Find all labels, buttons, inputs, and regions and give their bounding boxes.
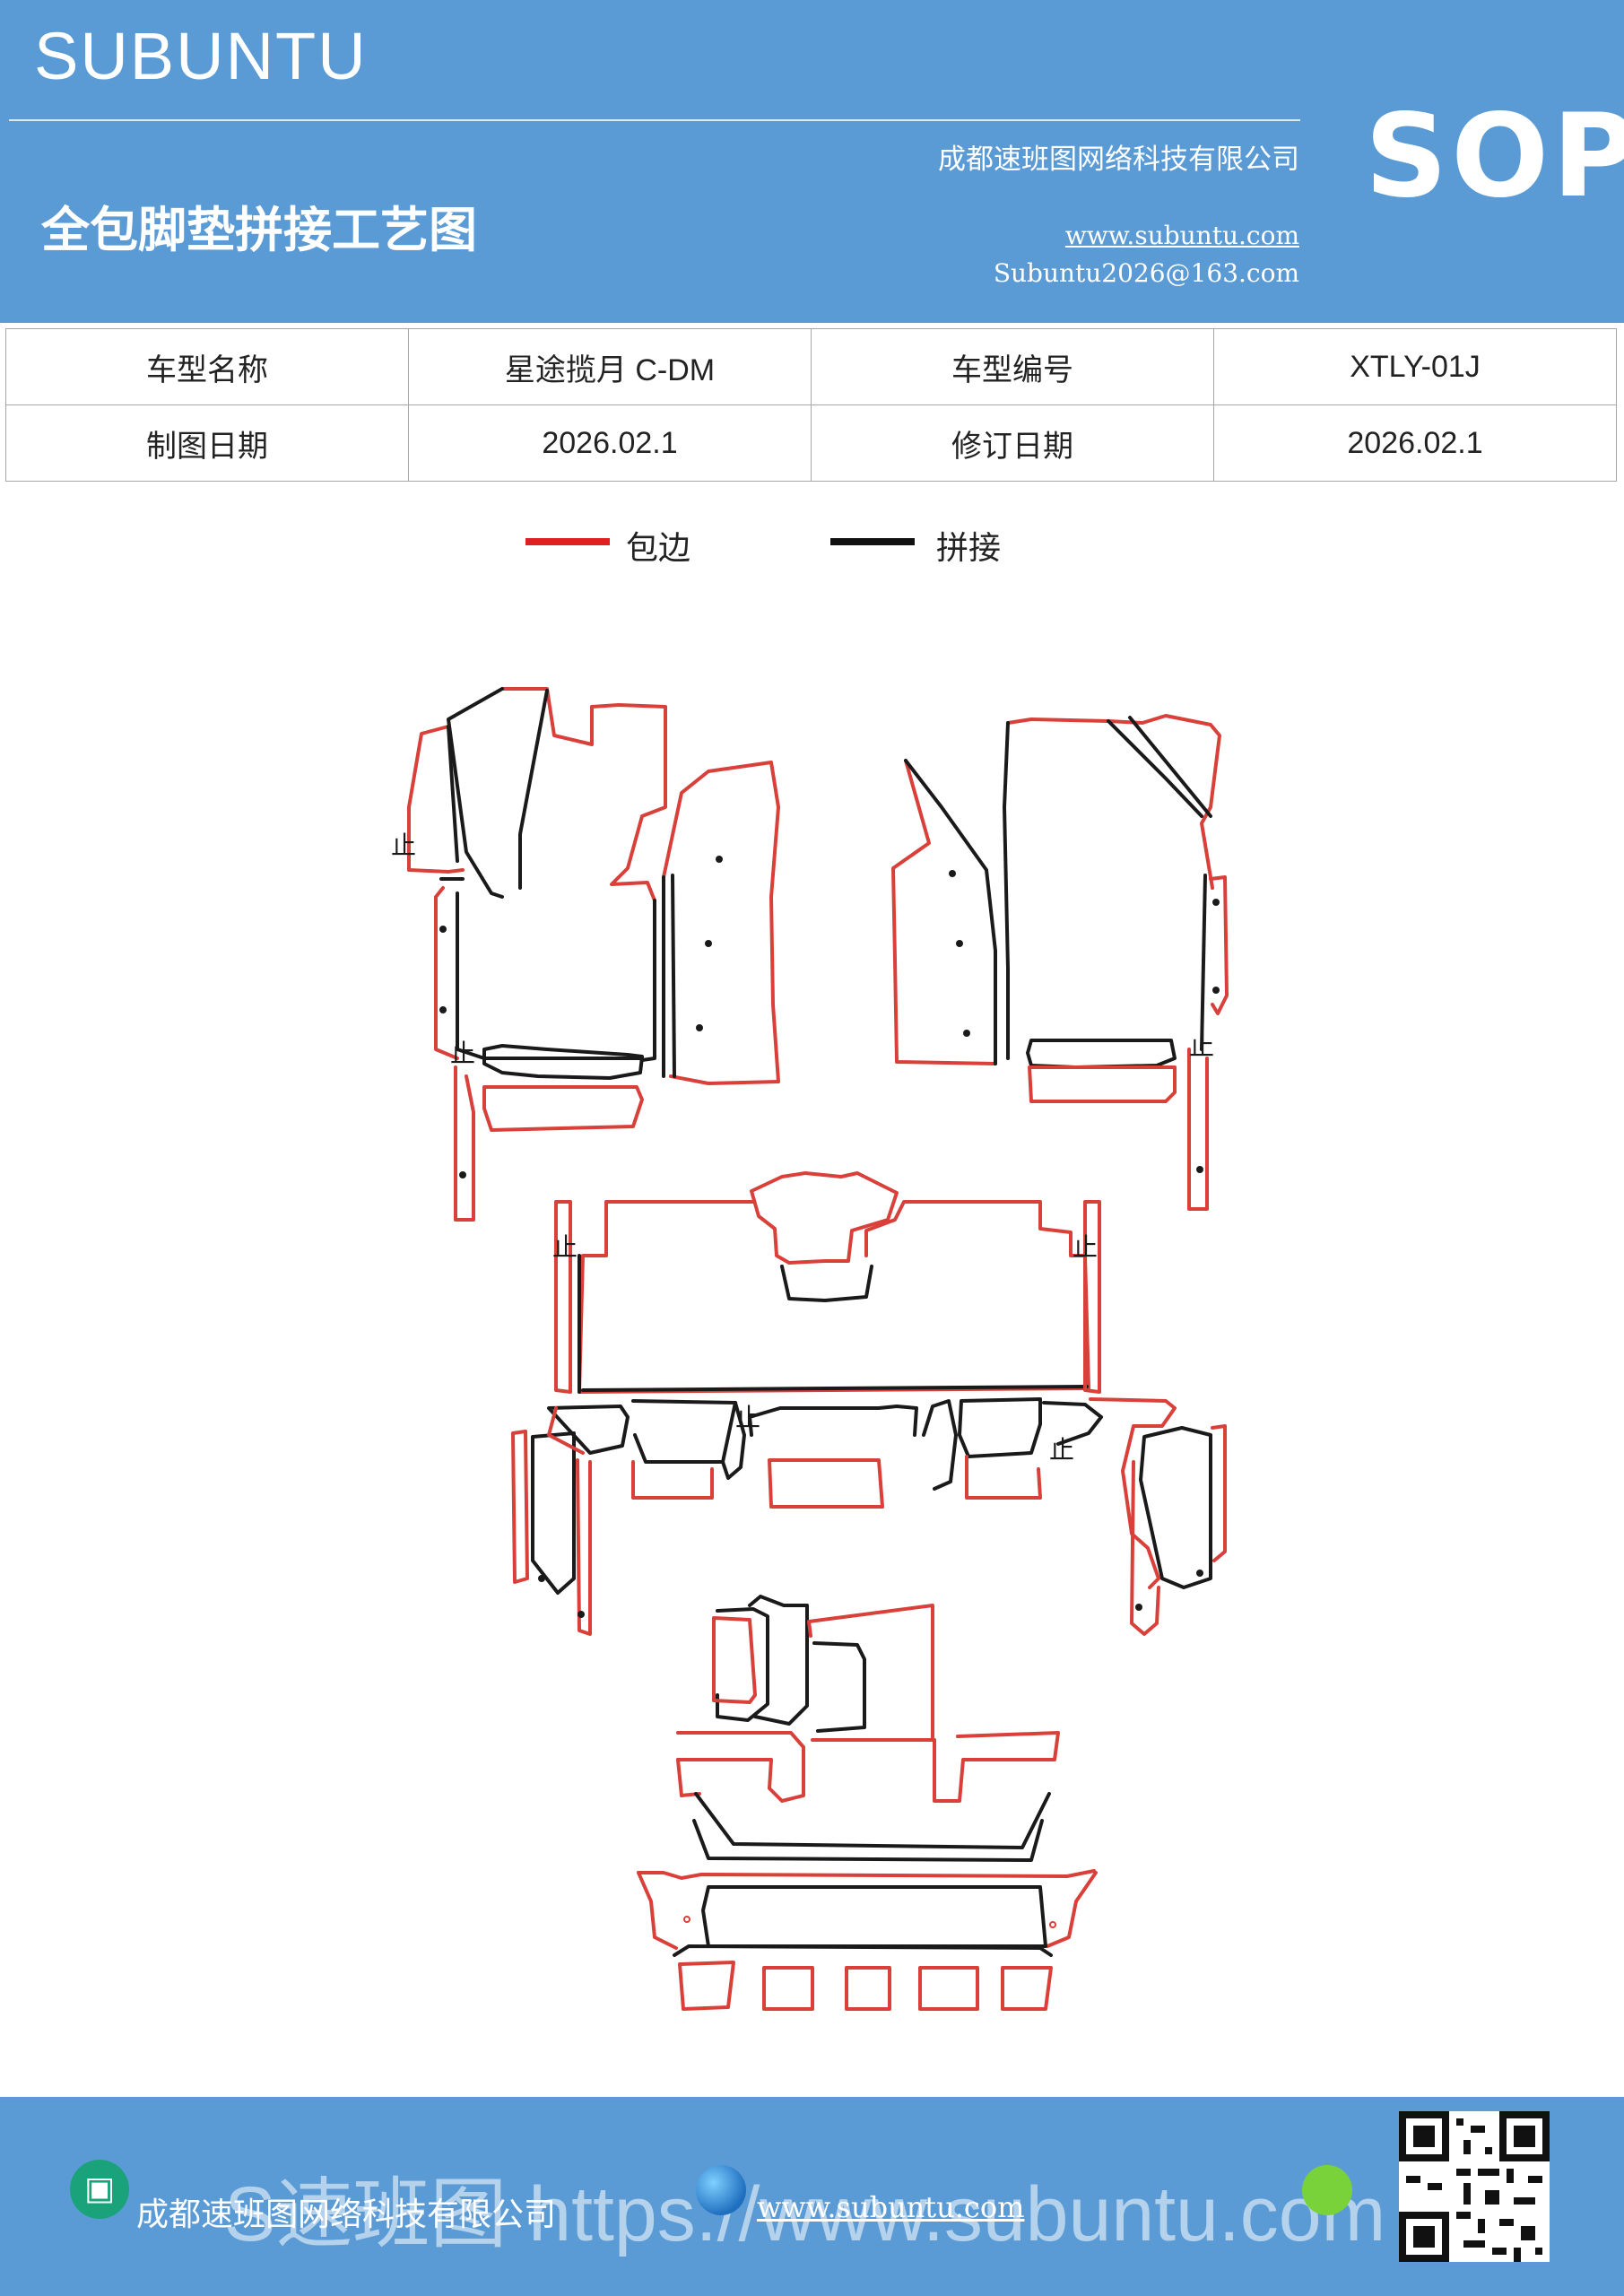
footer-company: 成都速班图网络科技有限公司 xyxy=(136,2196,557,2233)
header-divider xyxy=(9,119,1300,121)
stop-marker: 止 xyxy=(1049,1435,1074,1465)
website-link[interactable]: www.subuntu.com xyxy=(1064,221,1299,250)
info-table: 车型名称 星途揽月 C-DM 车型编号 XTLY-01J 制图日期 2026.0… xyxy=(5,328,1617,482)
stop-marker: 止 xyxy=(450,1039,475,1068)
legend: 包边 拼接 xyxy=(0,522,1624,576)
front-left-mat: 止 止 xyxy=(391,687,667,1222)
legend-label-edge: 包边 xyxy=(626,530,691,567)
stop-marker: 止 xyxy=(391,831,416,860)
table-cell: 2026.02.1 xyxy=(1213,404,1617,482)
footer-watermark: S速班图 https://www.subuntu.com xyxy=(224,2171,1386,2257)
third-row-mat xyxy=(637,1595,1098,2011)
floor-mat-diagram: 止 止 xyxy=(391,687,1229,2011)
stop-marker: 止 xyxy=(552,1232,578,1262)
front-left-side-panel xyxy=(662,761,780,1085)
table-row: 制图日期 2026.02.1 修订日期 2026.02.1 xyxy=(5,404,1617,482)
globe-icon xyxy=(696,2165,746,2215)
table-cell: 星途揽月 C-DM xyxy=(408,328,812,405)
legend-swatch-edge xyxy=(525,538,610,545)
building-icon: ▣ xyxy=(70,2160,129,2219)
table-cell: XTLY-01J xyxy=(1213,328,1617,405)
table-cell: 2026.02.1 xyxy=(408,404,812,482)
qr-code xyxy=(1399,2111,1550,2262)
table-cell: 修订日期 xyxy=(811,404,1214,482)
front-right-mat: 止 xyxy=(1003,714,1229,1211)
stop-marker: 止 xyxy=(735,1403,760,1432)
table-cell: 车型名称 xyxy=(5,328,409,405)
stop-marker: 止 xyxy=(1189,1031,1214,1061)
footer-website-link[interactable]: www.subuntu.com xyxy=(757,2190,1025,2224)
table-row: 车型名称 星途揽月 C-DM 车型编号 XTLY-01J xyxy=(5,328,1617,405)
wechat-icon xyxy=(1302,2165,1352,2215)
legend-label-seam: 拼接 xyxy=(936,530,1002,567)
table-cell: 制图日期 xyxy=(5,404,409,482)
second-row-mat: 止 止 xyxy=(552,1171,1101,1394)
second-row-lower-pieces: 止 止 xyxy=(511,1397,1227,1636)
sop-badge: SOP xyxy=(1365,90,1624,223)
legend-swatch-seam xyxy=(830,538,915,545)
company-name: 成都速班图网络科技有限公司 xyxy=(938,144,1299,176)
brand-name: SUBUNTU xyxy=(34,19,368,93)
header-banner: SUBUNTU 全包脚垫拼接工艺图 成都速班图网络科技有限公司 www.subu… xyxy=(0,0,1624,323)
page-title: 全包脚垫拼接工艺图 xyxy=(41,201,477,258)
footer-banner: S速班图 https://www.subuntu.com ▣ 成都速班图网络科技… xyxy=(0,2097,1624,2296)
table-cell: 车型编号 xyxy=(811,328,1214,405)
front-right-side-panel xyxy=(891,759,997,1065)
email-address: Subuntu2026@163.com xyxy=(993,258,1299,288)
stop-marker: 止 xyxy=(1073,1232,1098,1262)
